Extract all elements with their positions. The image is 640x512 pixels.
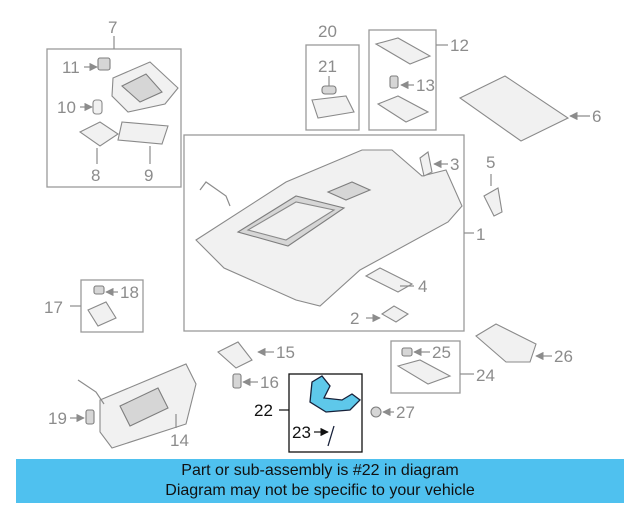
bracket-3 xyxy=(419,151,433,177)
group-24-box xyxy=(390,340,461,394)
item-27-clip: 27 xyxy=(370,403,415,422)
callout-27: 27 xyxy=(396,403,415,422)
console-lamp-lens xyxy=(376,95,430,123)
banner-line-1: Part or sub-assembly is #22 in diagram xyxy=(181,462,459,479)
callout-3: 3 xyxy=(450,155,459,174)
items-15-16: 15 16 xyxy=(217,341,295,392)
callout-16: 16 xyxy=(260,373,279,392)
callout-6: 6 xyxy=(592,107,601,126)
bulb-10 xyxy=(92,99,103,115)
group-20-dome-lamp: 20 21 xyxy=(305,22,360,131)
bulb-13 xyxy=(389,75,399,89)
handle-outline xyxy=(199,181,231,207)
callout-21: 21 xyxy=(318,57,337,76)
clip-25 xyxy=(401,347,413,357)
clip-18 xyxy=(93,285,105,295)
trim-5 xyxy=(483,187,503,217)
visor-rod xyxy=(77,379,105,405)
callout-22: 22 xyxy=(254,401,273,420)
headliner-panel xyxy=(195,149,463,307)
callout-1: 1 xyxy=(476,225,485,244)
callout-20: 20 xyxy=(318,22,337,41)
group-22-box xyxy=(288,373,363,453)
group-24-console: 24 25 xyxy=(390,340,495,394)
plate-9 xyxy=(117,121,169,145)
callout-2: 2 xyxy=(350,309,359,328)
callout-9: 9 xyxy=(144,166,153,185)
callout-17: 17 xyxy=(44,298,63,317)
callout-7: 7 xyxy=(108,18,117,37)
bolt-23 xyxy=(327,425,335,447)
console-lamp-cover xyxy=(374,37,432,65)
callout-4: 4 xyxy=(418,277,427,296)
item-6-pad: 6 xyxy=(458,75,601,142)
visor-mirror xyxy=(119,387,169,427)
callout-12: 12 xyxy=(450,36,469,55)
screw-16 xyxy=(232,373,242,389)
group-7-map-lamp: 7 11 10 8 9 xyxy=(46,18,182,188)
callout-24: 24 xyxy=(476,366,495,385)
screw-19 xyxy=(85,409,95,425)
sunroof-inner xyxy=(246,201,336,241)
callout-25: 25 xyxy=(432,343,451,362)
bulb-21 xyxy=(321,85,337,95)
callout-13: 13 xyxy=(416,76,435,95)
clip-27 xyxy=(370,406,382,418)
clip-2 xyxy=(380,305,410,323)
callout-14: 14 xyxy=(170,431,189,450)
group-17-assist-bracket: 17 18 xyxy=(44,279,144,333)
lens-8 xyxy=(78,121,119,147)
callout-18: 18 xyxy=(120,283,139,302)
bracket-26 xyxy=(475,323,537,363)
bracket-17 xyxy=(87,301,117,327)
group-1-headliner: 1 3 4 2 xyxy=(183,134,485,332)
console-24 xyxy=(396,359,452,385)
item-14-sun-visor: 14 19 xyxy=(48,363,197,450)
callout-8: 8 xyxy=(91,166,100,185)
group-12-console-lamp: 12 13 xyxy=(368,29,469,131)
callout-23: 23 xyxy=(292,423,311,442)
banner-line-2: Diagram may not be specific to your vehi… xyxy=(165,482,475,499)
pad-6 xyxy=(458,75,570,142)
bracket-15 xyxy=(217,341,253,369)
dome-lamp-lens xyxy=(311,95,355,119)
callout-19: 19 xyxy=(48,409,67,428)
item-26-bracket: 26 xyxy=(475,323,573,366)
clip-11 xyxy=(97,57,111,71)
group-20-box xyxy=(305,44,360,131)
info-banner: Part or sub-assembly is #22 in diagram D… xyxy=(16,459,624,503)
callout-26: 26 xyxy=(554,347,573,366)
callout-11: 11 xyxy=(62,58,80,77)
callout-10: 10 xyxy=(57,98,76,117)
pad-4 xyxy=(364,267,414,293)
headliner-lamp-cutout xyxy=(326,181,372,201)
callout-15: 15 xyxy=(276,343,295,362)
map-lamp-lens xyxy=(121,73,163,103)
group-22-grab-handle: 22 23 xyxy=(254,373,363,453)
group-12-box xyxy=(368,29,437,131)
item-5-trim: 5 xyxy=(483,153,503,217)
callout-5: 5 xyxy=(486,153,495,172)
grab-handle-22 xyxy=(309,375,361,413)
